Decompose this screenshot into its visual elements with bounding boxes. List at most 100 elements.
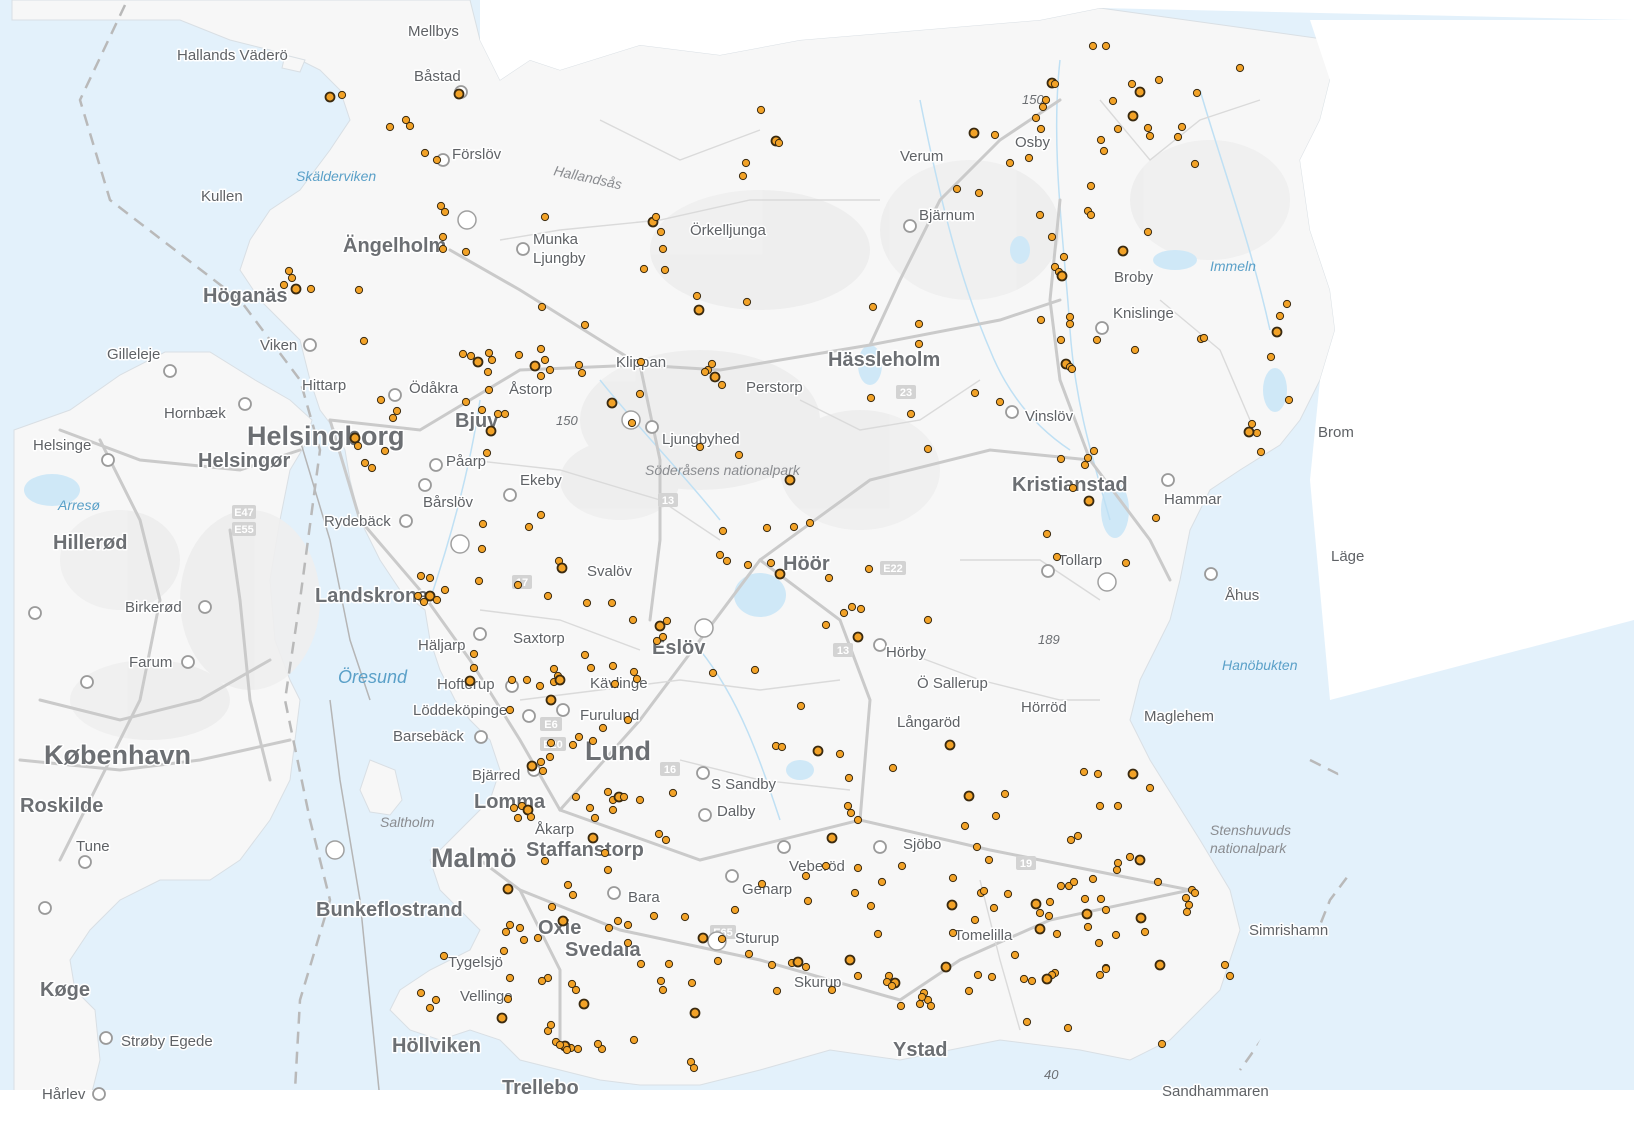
location-marker[interactable] [1056, 881, 1066, 891]
location-marker[interactable] [738, 171, 748, 181]
location-marker[interactable] [515, 923, 525, 933]
location-marker[interactable] [1045, 897, 1055, 907]
location-marker[interactable] [853, 971, 863, 981]
location-marker[interactable] [1081, 908, 1093, 920]
location-marker[interactable] [1065, 312, 1075, 322]
location-marker[interactable] [948, 873, 958, 883]
location-marker[interactable] [627, 418, 637, 428]
location-marker[interactable] [432, 595, 442, 605]
location-marker[interactable] [440, 585, 450, 595]
location-marker[interactable] [803, 896, 813, 906]
location-marker[interactable] [578, 998, 590, 1010]
location-marker[interactable] [284, 266, 294, 276]
location-marker[interactable] [649, 911, 659, 921]
location-marker[interactable] [1080, 460, 1090, 470]
location-marker[interactable] [1101, 964, 1111, 974]
location-marker[interactable] [424, 590, 436, 602]
location-marker[interactable] [1035, 908, 1045, 918]
location-marker[interactable] [973, 970, 983, 980]
location-marker[interactable] [324, 91, 336, 103]
location-marker[interactable] [472, 356, 484, 368]
location-marker[interactable] [1140, 927, 1150, 937]
location-marker[interactable] [1010, 950, 1020, 960]
location-marker[interactable] [661, 835, 671, 845]
location-marker[interactable] [432, 155, 442, 165]
location-marker[interactable] [1143, 123, 1153, 133]
location-marker[interactable] [1073, 831, 1083, 841]
location-marker[interactable] [715, 550, 725, 560]
location-marker[interactable] [1154, 75, 1164, 85]
location-marker[interactable] [538, 766, 548, 776]
location-marker[interactable] [866, 393, 876, 403]
location-marker[interactable] [888, 763, 898, 773]
location-marker[interactable] [974, 188, 984, 198]
location-marker[interactable] [695, 442, 705, 452]
location-marker[interactable] [692, 291, 702, 301]
location-marker[interactable] [821, 620, 831, 630]
location-marker[interactable] [1083, 495, 1095, 507]
location-marker[interactable] [619, 792, 629, 802]
location-marker[interactable] [354, 285, 364, 295]
location-marker[interactable] [636, 959, 646, 969]
location-marker[interactable] [533, 933, 543, 943]
location-marker[interactable] [545, 694, 557, 706]
location-marker[interactable] [741, 158, 751, 168]
location-marker[interactable] [1190, 159, 1200, 169]
location-marker[interactable] [866, 901, 876, 911]
location-marker[interactable] [483, 367, 493, 377]
location-marker[interactable] [801, 871, 811, 881]
location-marker[interactable] [1027, 976, 1037, 986]
location-marker[interactable] [526, 760, 538, 772]
location-marker[interactable] [1034, 923, 1046, 935]
location-marker[interactable] [573, 1044, 583, 1054]
location-marker[interactable] [660, 265, 670, 275]
location-marker[interactable] [1252, 428, 1262, 438]
location-marker[interactable] [1093, 769, 1103, 779]
location-marker[interactable] [1184, 900, 1194, 910]
location-marker[interactable] [1066, 835, 1076, 845]
location-marker[interactable] [623, 938, 633, 948]
location-marker[interactable] [658, 632, 668, 642]
location-marker[interactable] [306, 284, 316, 294]
location-marker[interactable] [392, 406, 402, 416]
location-marker[interactable] [461, 397, 471, 407]
location-marker[interactable] [546, 1020, 556, 1030]
location-marker[interactable] [290, 283, 302, 295]
location-marker[interactable] [540, 355, 550, 365]
location-marker[interactable] [623, 715, 633, 725]
location-marker[interactable] [585, 803, 595, 813]
location-marker[interactable] [915, 999, 925, 1009]
location-marker[interactable] [577, 368, 587, 378]
location-marker[interactable] [846, 808, 856, 818]
location-marker[interactable] [744, 949, 754, 959]
location-marker[interactable] [1181, 893, 1191, 903]
location-marker[interactable] [1036, 124, 1046, 134]
location-marker[interactable] [514, 350, 524, 360]
location-marker[interactable] [536, 371, 546, 381]
location-marker[interactable] [1134, 86, 1146, 98]
location-marker[interactable] [700, 367, 710, 377]
location-marker[interactable] [717, 380, 727, 390]
location-marker[interactable] [543, 591, 553, 601]
location-marker[interactable] [469, 663, 479, 673]
location-marker[interactable] [801, 962, 811, 972]
location-marker[interactable] [964, 986, 974, 996]
location-marker[interactable] [1044, 911, 1054, 921]
location-marker[interactable] [503, 994, 513, 1004]
location-marker[interactable] [487, 355, 497, 365]
location-marker[interactable] [439, 951, 449, 961]
location-marker[interactable] [784, 474, 796, 486]
location-marker[interactable] [540, 856, 550, 866]
location-marker[interactable] [603, 865, 613, 875]
location-marker[interactable] [972, 842, 982, 852]
location-marker[interactable] [1095, 801, 1105, 811]
location-marker[interactable] [466, 351, 476, 361]
location-marker[interactable] [587, 832, 599, 844]
location-marker[interactable] [926, 1001, 936, 1011]
location-marker[interactable] [991, 811, 1001, 821]
location-marker[interactable] [1220, 960, 1230, 970]
location-marker[interactable] [603, 787, 613, 797]
location-marker[interactable] [360, 458, 370, 468]
location-marker[interactable] [877, 877, 887, 887]
location-marker[interactable] [766, 558, 776, 568]
